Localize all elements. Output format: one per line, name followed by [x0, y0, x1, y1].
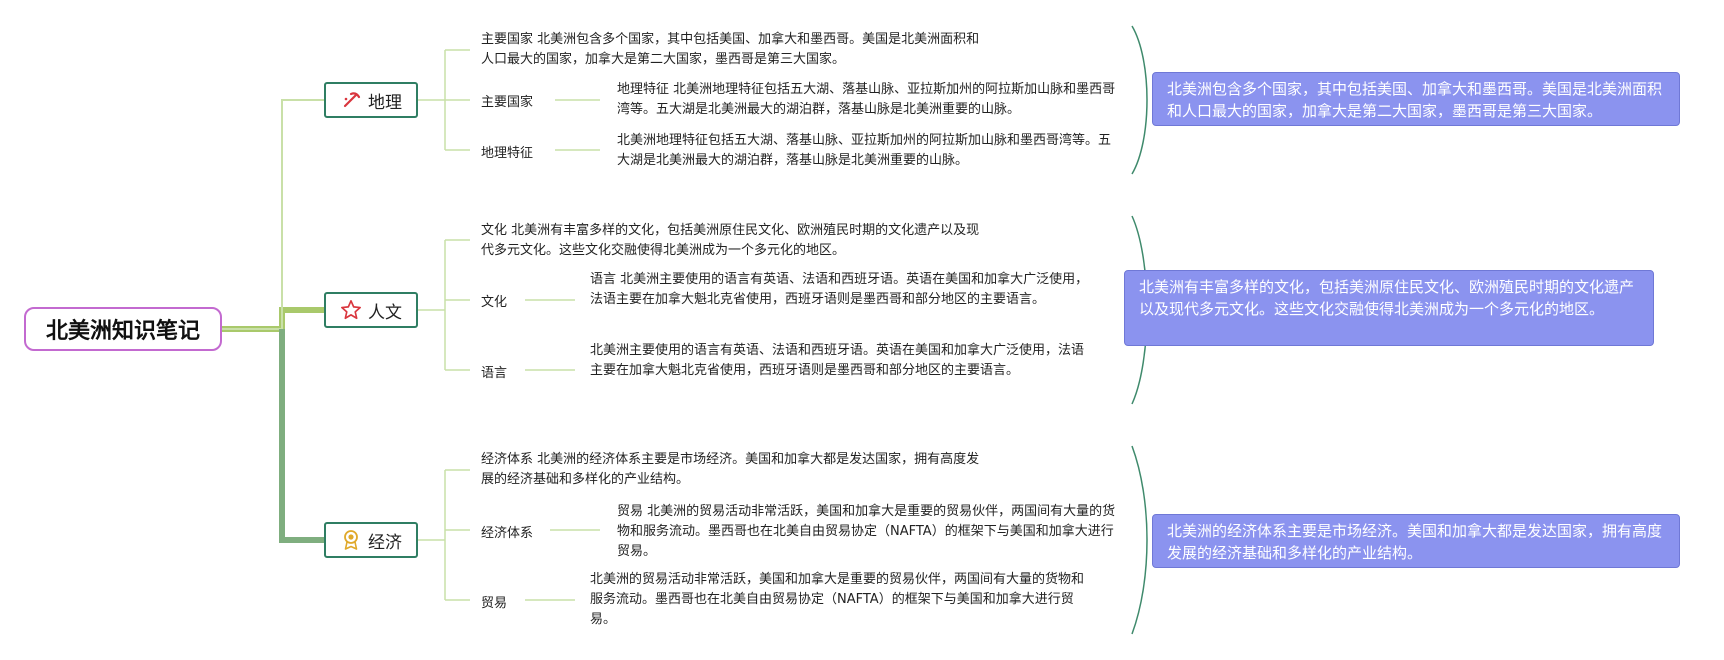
jingji-fork	[418, 469, 470, 601]
sub-label: 地理特征	[481, 146, 534, 161]
sub-text: 北美洲地理特征包括五大湖、落基山脉、亚拉斯加州的阿拉斯加山脉和墨西哥湾等。五大湖…	[617, 133, 1112, 168]
branch-intro: 文化 北美洲有丰富多样的文化，包括美洲原住民文化、欧洲殖民时期的文化遗产以及现代…	[481, 223, 980, 258]
branch-dili[interactable]: 地理	[324, 82, 418, 118]
medal-icon	[344, 530, 358, 550]
branch-renwen[interactable]: 人文	[324, 292, 418, 328]
dili-fork	[418, 49, 470, 151]
renwen-fork	[418, 239, 470, 371]
sub-text: 贸易 北美洲的贸易活动非常活跃，美国和加拿大是重要的贸易伙伴，两国间有大量的货物…	[617, 504, 1116, 559]
branch-label: 人文	[368, 302, 402, 323]
summary-text: 北美洲有丰富多样的文化，包括美洲原住民文化、欧洲殖民时期的文化遗产以及现代多元文…	[1139, 278, 1635, 318]
trunk-to-jingji	[279, 329, 324, 543]
summary-box: 北美洲的经济体系主要是市场经济。美国和加拿大都是发达国家，拥有高度发展的经济基础…	[1152, 514, 1680, 568]
dili-sub-lines	[555, 99, 600, 151]
brace-dili	[1131, 25, 1148, 175]
sub-label: 文化	[481, 295, 508, 310]
branch-jingji[interactable]: 经济	[324, 522, 418, 558]
root-topic[interactable]: 北美洲知识笔记	[24, 307, 222, 351]
sub-label: 经济体系	[481, 526, 534, 541]
sub-text: 地理特征 北美洲地理特征包括五大湖、落基山脉、亚拉斯加州的阿拉斯加山脉和墨西哥湾…	[617, 82, 1116, 117]
sub-label: 贸易	[481, 596, 508, 611]
brace-jingji	[1131, 445, 1148, 635]
summary-box: 北美洲包含多个国家，其中包括美国、加拿大和墨西哥。美国是北美洲面积和人口最大的国…	[1152, 72, 1680, 126]
branch-label: 经济	[368, 532, 402, 553]
branch-intro: 经济体系 北美洲的经济体系主要是市场经济。美国和加拿大都是发达国家，拥有高度发展…	[481, 452, 980, 487]
sub-label: 主要国家	[481, 95, 534, 110]
trunk-to-dili	[222, 99, 324, 330]
renwen-sub-lines	[525, 299, 575, 371]
pick-axe-icon	[343, 92, 361, 108]
sub-label: 语言	[481, 366, 508, 381]
summary-box: 北美洲有丰富多样的文化，包括美洲原住民文化、欧洲殖民时期的文化遗产以及现代多元文…	[1124, 270, 1654, 346]
summary-text: 北美洲的经济体系主要是市场经济。美国和加拿大都是发达国家，拥有高度发展的经济基础…	[1167, 522, 1663, 562]
branch-label: 地理	[368, 92, 402, 113]
summary-text: 北美洲包含多个国家，其中包括美国、加拿大和墨西哥。美国是北美洲面积和人口最大的国…	[1167, 80, 1663, 120]
sub-text: 北美洲的贸易活动非常活跃，美国和加拿大是重要的贸易伙伴，两国间有大量的货物和服务…	[590, 572, 1085, 627]
star-icon	[341, 300, 361, 320]
sub-text: 北美洲主要使用的语言有英语、法语和西班牙语。英语在美国和加拿大广泛使用，法语主要…	[590, 343, 1085, 378]
trunk-to-renwen	[222, 307, 324, 332]
branch-intro: 主要国家 北美洲包含多个国家，其中包括美国、加拿大和墨西哥。美国是北美洲面积和人…	[481, 32, 980, 67]
sub-text: 语言 北美洲主要使用的语言有英语、法语和西班牙语。英语在美国和加拿大广泛使用，法…	[590, 272, 1089, 307]
root-title: 北美洲知识笔记	[45, 319, 200, 344]
jingji-sub-lines	[525, 529, 600, 601]
